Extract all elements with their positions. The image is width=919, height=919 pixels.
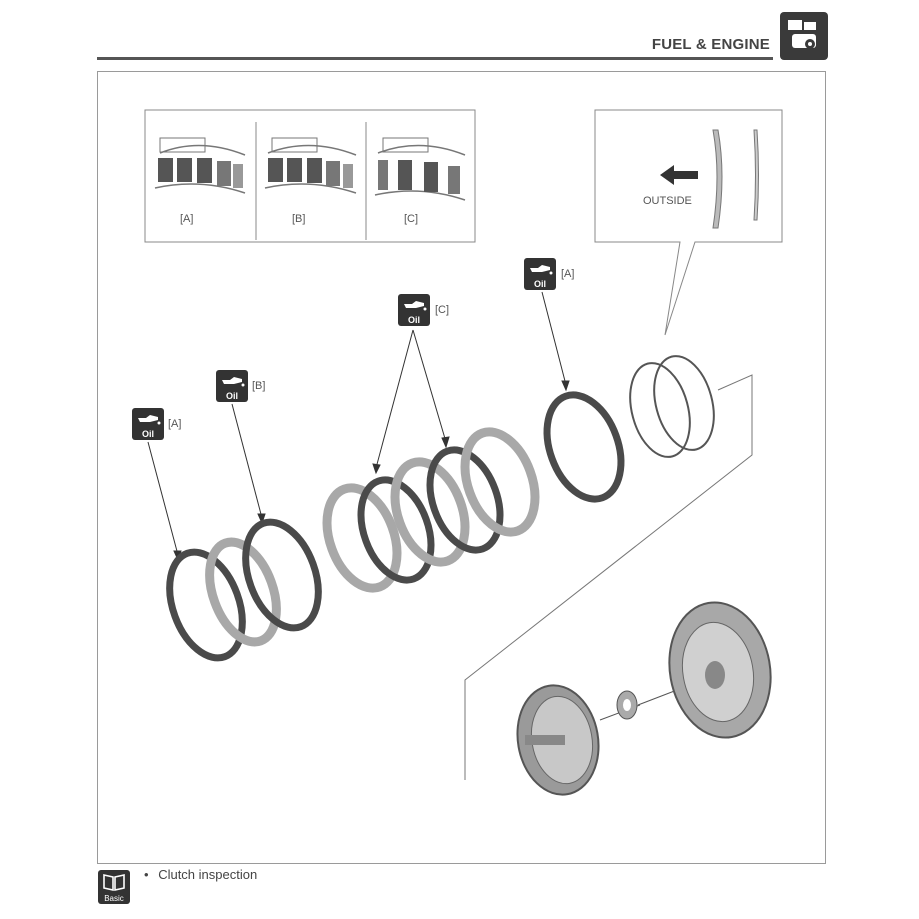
clutch-hub-assembly	[516, 601, 772, 796]
callout-left-b-label: [B]	[252, 380, 266, 392]
engine-section-icon	[780, 12, 828, 60]
oil-icon-text: Oil	[141, 429, 154, 439]
panel-b-label: [B]	[292, 213, 306, 225]
footer-bullet: •	[144, 867, 149, 882]
panel-b-plate	[264, 137, 357, 194]
outside-direction-inset	[594, 109, 783, 336]
footer-note: • Clutch inspection	[144, 867, 257, 882]
panel-a-plate	[154, 137, 246, 194]
oil-icon-text: Oil	[225, 391, 238, 401]
plate-orientation-inset	[144, 109, 476, 243]
oil-icon: Oil	[216, 370, 248, 402]
outside-label: OUTSIDE	[643, 195, 692, 207]
oil-icon: Oil	[524, 258, 556, 290]
section-title: FUEL & ENGINE	[651, 36, 770, 53]
oil-icon-text: Oil	[533, 279, 546, 289]
leader-lines	[147, 291, 570, 562]
book-icon-label: Basic	[104, 894, 124, 903]
callout-right-a-label: [A]	[561, 268, 575, 280]
book-icon: Basic	[98, 870, 130, 904]
callout-center-c-label: [C]	[435, 304, 450, 316]
clutch-plates-left	[166, 518, 322, 662]
footer-text: Clutch inspection	[158, 867, 258, 882]
diagram-frame	[97, 71, 826, 864]
header-divider	[97, 57, 773, 60]
panel-c-plate	[374, 137, 466, 201]
oil-icon: Oil	[398, 294, 430, 326]
oil-icon: Oil	[132, 408, 164, 440]
panel-c-label: [C]	[404, 213, 419, 225]
panel-a-label: [A]	[180, 213, 194, 225]
assembly-bracket-lines	[464, 374, 753, 780]
clutch-rings	[629, 355, 715, 458]
clutch-plates-center	[322, 427, 540, 593]
clutch-plate-right	[543, 391, 625, 503]
oil-icon-text: Oil	[407, 315, 420, 325]
callout-left-a-label: [A]	[168, 418, 182, 430]
